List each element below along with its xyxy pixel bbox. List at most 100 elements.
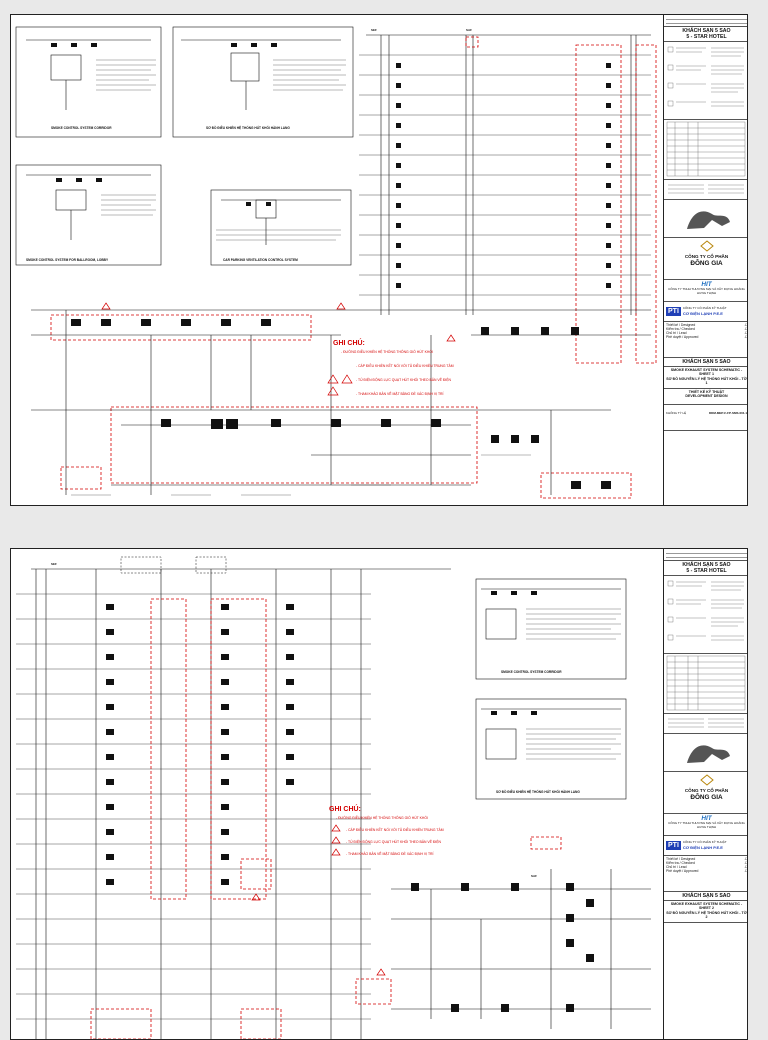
schematic-svg-2: SMOKE CONTROL SYSTEM CORRIDOR SƠ ĐỒ ĐIỀU… — [16, 556, 651, 1039]
diamond-logo-icon — [699, 774, 714, 786]
owner-name-1: CÔNG TY CỔ PHẦN — [684, 254, 729, 259]
signature-icon: ℒ — [744, 857, 747, 861]
consultant-list — [664, 576, 747, 654]
signature-mark — [664, 200, 747, 238]
tag-saf-2: SAF — [531, 874, 537, 878]
detail-text-lines — [96, 59, 346, 241]
contractor-name: CÔNG TY TNHH THƯƠNG MẠI VÀ XÂY DỰNG HOÀN… — [668, 287, 745, 295]
project-title: KHÁCH SẠN 5 SAO 5 - STAR HOTEL — [664, 27, 747, 42]
contractor-block: HIT CÔNG TY TNHH THƯƠNG MẠI VÀ XÂY DỰNG … — [664, 280, 747, 302]
mep-line-2: CƠ ĐIỆN LẠNH P.E.E — [682, 310, 723, 316]
signature-icon: ℒ — [744, 331, 747, 335]
signature-icon: ℒ — [744, 335, 747, 339]
tag-saf: SAF — [466, 28, 472, 32]
drawing-title: SMOKE EXHAUST SYSTEM SCHEMATIC - SHEET 2… — [664, 901, 747, 923]
approval-signature — [686, 744, 730, 763]
tag-sef-2: SEF — [51, 562, 57, 566]
scale-value: KHÔNG TỶ LỆ — [666, 411, 687, 415]
owner-name-2: ĐÔNG GIA — [690, 260, 723, 267]
project-title-en: 5 - STAR HOTEL — [686, 34, 727, 40]
signature-icon: ℒ — [744, 865, 747, 869]
note-item: - ĐƯỜNG ĐIỀU KHIỂN HỆ THỐNG THÔNG GIÓ HÚ… — [341, 349, 433, 354]
note-item: - ĐƯỜNG ĐIỀU KHIỂN HỆ THỐNG THÔNG GIÓ HÚ… — [336, 815, 428, 820]
note-item: - CÁP ĐIỀU KHIỂN KẾT NỐI VỚI TỦ ĐIỀU KHI… — [346, 827, 444, 832]
stamp-area — [664, 714, 747, 734]
tag-sef: SEF — [371, 28, 377, 32]
pti-logo: PTI — [666, 307, 681, 316]
note-item: - CÁP ĐIỀU KHIỂN KẾT NỐI VỚI TỦ ĐIỀU KHI… — [356, 363, 454, 368]
signature-icon: ℒ — [744, 323, 747, 327]
caption-lobby: SMOKE CONTROL SYSTEM FOR BALLROOM, LOBBY — [26, 258, 109, 262]
title-block-header — [664, 549, 747, 561]
stamp-lines — [668, 718, 744, 728]
title-block-header — [664, 15, 747, 27]
project-title: KHÁCH SẠN 5 SAO 5 - STAR HOTEL — [664, 561, 747, 576]
owner-block: CÔNG TY CỔ PHẦN ĐÔNG GIA — [664, 772, 747, 814]
caption-corridor-s2b: SƠ ĐỒ ĐIỀU KHIỂN HỆ THỐNG HÚT KHÓI HÀNH … — [496, 789, 580, 794]
revision-table — [664, 654, 747, 714]
mep-line-1: CÔNG TY CỔ PHẦN KỸ THUẬT — [682, 306, 727, 311]
notes-block: GHI CHÚ: - ĐƯỜNG ĐIỀU KHIỂN HỆ THỐNG THÔ… — [329, 804, 444, 856]
stamp-lines — [668, 184, 744, 194]
contractor-logo: HIT — [701, 281, 712, 288]
control-detail-box — [475, 578, 627, 800]
drawing-sheet-1: SMOKE CONTROL SYSTEM CORRIDOR SƠ ĐỒ ĐIỀU… — [10, 14, 748, 506]
consultant-lines — [667, 46, 744, 107]
signature-icon: ℒ — [744, 869, 747, 873]
schematic-area-2: SMOKE CONTROL SYSTEM CORRIDOR SƠ ĐỒ ĐIỀU… — [11, 549, 659, 1039]
mid-devices — [71, 319, 611, 489]
note-item: - TỦ ĐIỆN ĐỘNG LỰC QUẠT HÚT KHÓI THEO BẢ… — [346, 839, 442, 844]
signature-icon: ℒ — [744, 861, 747, 865]
drawing-sheet-2: SMOKE CONTROL SYSTEM CORRIDOR SƠ ĐỒ ĐIỀU… — [10, 548, 748, 1040]
floor-levels — [359, 54, 651, 296]
revision-grid — [666, 655, 746, 711]
owner-logo — [666, 239, 747, 253]
consultant-list — [664, 42, 747, 120]
project-title-vn: KHÁCH SẠN 5 SAO — [682, 28, 731, 34]
revision-table — [664, 120, 747, 180]
title-block-2: KHÁCH SẠN 5 SAO 5 - STAR HOTEL — [663, 549, 747, 1039]
stamp-area — [664, 180, 747, 200]
consultant-lines — [667, 580, 744, 641]
caption-parking: CAR PARKING VENTILATION CONTROL SYSTEM — [223, 258, 298, 262]
revision-grid — [666, 121, 746, 177]
title-block: KHÁCH SẠN 5 SAO 5 - STAR HOTEL — [663, 15, 747, 505]
pti-logo: PTI — [666, 841, 681, 850]
approval-signature — [686, 210, 730, 229]
bottom-text-lines — [71, 454, 531, 496]
alarm-triangles — [251, 824, 386, 976]
caption-corridor-s2: SMOKE CONTROL SYSTEM CORRIDOR — [501, 670, 562, 674]
lower-devices — [411, 883, 594, 1012]
note-item: - THAM KHẢO BẢN VẼ MẶT BẰNG ĐỂ XÁC ĐỊNH … — [356, 391, 443, 396]
riser-devices — [106, 604, 294, 885]
note-item: - TỦ ĐIỆN ĐỘNG LỰC QUẠT HÚT KHÓI THEO BẢ… — [356, 377, 452, 382]
mep-block: PTI CÔNG TY CỔ PHẦN KỸ THUẬT CƠ ĐIỆN LẠN… — [664, 836, 747, 856]
detail-text-lines — [526, 608, 621, 760]
signature-icon: ℒ — [744, 327, 747, 331]
drawing-number: DDM-MEP-F-FP-SMS-001.1 — [708, 411, 747, 415]
highlight-regions — [50, 36, 657, 499]
mep-block: PTI CÔNG TY CỔ PHẦN KỸ THUẬT CƠ ĐIỆN LẠN… — [664, 302, 747, 322]
project-title-footer: KHÁCH SẠN 5 SAO — [664, 892, 747, 901]
owner-block: CÔNG TY CỔ PHẦN ĐÔNG GIA — [664, 238, 747, 280]
floor-levels — [16, 593, 371, 1020]
drawing-title: SMOKE EXHAUST SYSTEM SCHEMATIC - SHEET 1… — [664, 367, 747, 389]
top-fan-boxes — [120, 556, 227, 574]
bus-lines — [391, 869, 651, 1029]
bus-lines — [31, 309, 651, 495]
notes-title: GHI CHÚ: — [333, 338, 365, 347]
project-title-footer: KHÁCH SẠN 5 SAO — [664, 358, 747, 367]
notes-block: GHI CHÚ: - ĐƯỜNG ĐIỀU KHIỂN HỆ THỐNG THÔ… — [333, 338, 454, 396]
schematic-svg: SMOKE CONTROL SYSTEM CORRIDOR SƠ ĐỒ ĐIỀU… — [15, 26, 657, 499]
caption-corridor-2: SƠ ĐỒ ĐIỀU KHIỂN HỆ THỐNG HÚT KHÓI HÀNH … — [206, 125, 290, 130]
signature-mark — [664, 734, 747, 772]
riser-lines — [31, 568, 451, 1039]
